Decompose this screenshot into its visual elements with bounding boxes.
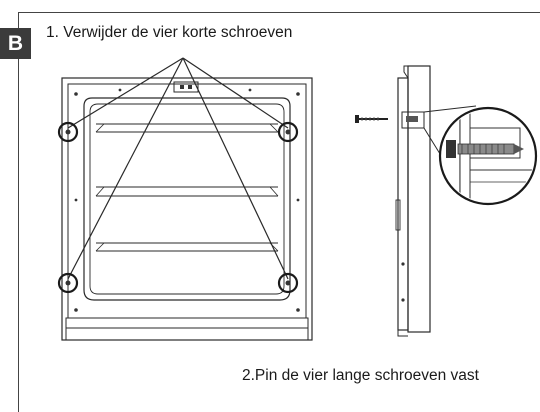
short-screw-marker: [277, 121, 299, 143]
detail-magnifier: [438, 106, 538, 206]
section-badge: B: [0, 28, 31, 59]
door-front-view: [61, 77, 313, 341]
frame-top-border: [18, 12, 540, 14]
step-1-instruction: 1. Verwijder de vier korte schroeven: [46, 24, 293, 41]
short-screw-marker: [277, 272, 299, 294]
step-2-instruction: 2.Pin de vier lange schroeven vast: [242, 367, 479, 384]
short-screw-marker: [57, 272, 79, 294]
short-screw-marker: [57, 121, 79, 143]
door-side-view: [395, 65, 431, 337]
long-screw-icon: [355, 115, 388, 123]
frame-left-border: [18, 12, 20, 412]
callout-lines: [67, 57, 289, 280]
